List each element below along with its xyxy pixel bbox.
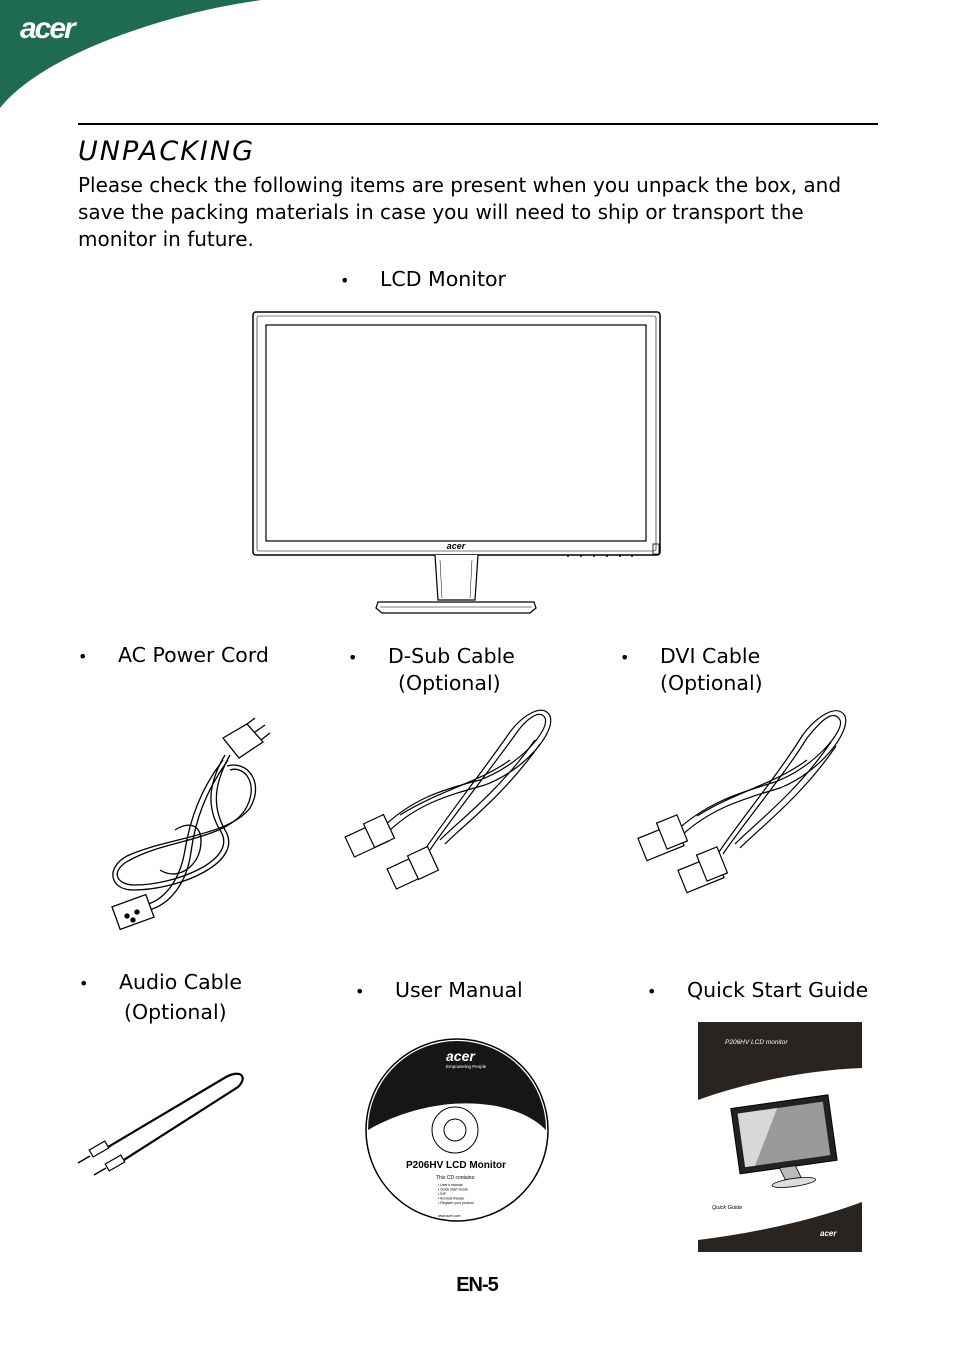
bullet: • — [78, 647, 88, 666]
cd-contents-item: • Acrobat Reader — [438, 1197, 465, 1201]
svg-text:P206HV LCD Monitor: P206HV LCD Monitor — [406, 1160, 506, 1171]
ac-power-cord-illustration — [111, 717, 271, 931]
item-label: User Manual — [395, 978, 523, 1002]
svg-text:Empowering People: Empowering People — [446, 1064, 487, 1069]
bullet: • — [355, 982, 365, 1001]
item-label: D-Sub Cable — [388, 644, 515, 668]
item-lcd-monitor: • LCD Monitor — [340, 265, 506, 295]
item-dsub-note: (Optional) — [398, 671, 501, 695]
item-dvi-note: (Optional) — [660, 671, 763, 695]
lcd-monitor-illustration: acer — [252, 311, 661, 614]
item-label: Quick Start Guide — [687, 978, 869, 1002]
item-user-manual: • User Manual — [355, 976, 523, 1006]
svg-text:Quick Guide: Quick Guide — [712, 1205, 742, 1211]
svg-text:• User's manual• Quick Start G: • User's manual• Quick Start Guide• INF•… — [438, 1183, 474, 1205]
item-ac-power-cord: • AC Power Cord — [78, 641, 269, 671]
intro-paragraph: Please check the following items are pre… — [78, 173, 842, 251]
cd-contents-item: • Quick Start Guide — [438, 1188, 468, 1192]
svg-text:www.acer.com: www.acer.com — [438, 1214, 461, 1218]
svg-text:P206HV LCD monitor: P206HV LCD monitor — [725, 1039, 788, 1046]
item-label: DVI Cable — [660, 644, 761, 668]
header-rule — [78, 123, 878, 125]
svg-text:acer: acer — [447, 541, 466, 551]
item-label: Audio Cable — [119, 970, 242, 994]
cd-contents-item: • INF — [438, 1192, 446, 1196]
item-audio-note: (Optional) — [124, 1000, 227, 1024]
bullet: • — [79, 974, 89, 993]
item-quick-start-guide: • Quick Start Guide — [647, 976, 868, 1006]
dsub-cable-illustration — [344, 709, 552, 890]
bullet: • — [348, 648, 358, 667]
item-dvi-cable: • DVI Cable — [620, 642, 760, 672]
section-title: UNPACKING — [78, 136, 256, 167]
svg-text:acer: acer — [446, 1048, 476, 1064]
bullet: • — [647, 982, 657, 1001]
item-dsub-cable: • D-Sub Cable — [348, 642, 515, 672]
item-label: LCD Monitor — [380, 267, 506, 291]
bullet: • — [340, 271, 350, 290]
item-audio-cable: • Audio Cable — [79, 968, 242, 998]
page-number: EN-5 — [456, 1274, 499, 1296]
dvi-cable-illustration — [637, 710, 847, 894]
cd-contents-item: • User's manual — [438, 1183, 463, 1187]
svg-text:acer: acer — [820, 1229, 837, 1238]
item-label: AC Power Cord — [118, 643, 269, 667]
svg-text:This CD contains:: This CD contains: — [436, 1175, 475, 1181]
bullet: • — [620, 648, 630, 667]
quick-start-guide-cover: P206HV LCD monitor Quick Guide acer — [698, 1022, 862, 1252]
cd-contents-item: • Register your product — [438, 1201, 474, 1205]
acer-logo: acer — [20, 12, 78, 45]
header-band: acer — [0, 0, 262, 108]
user-manual-cd: acer Empowering People P206HV LCD Monito… — [365, 1038, 549, 1222]
audio-cable-illustration — [77, 1072, 244, 1176]
